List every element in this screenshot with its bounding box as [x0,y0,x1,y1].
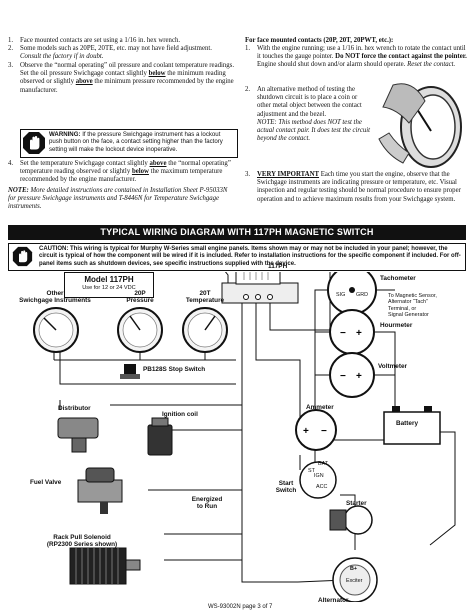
voltmeter-label: Voltmeter [378,363,408,370]
hourmeter: − + [329,309,375,355]
svg-text:+: + [356,328,362,339]
tach-note: To Magnetic Sensor, Alternator “Tach” Te… [388,293,437,319]
left-step-1: 1. Face mounted contacts are set using a… [8,37,181,44]
left-step-2: 2. Some models such as 20PE, 20TE, etc. … [8,45,212,61]
hourmeter-label: Hourmeter [380,322,413,329]
distributor [57,417,99,453]
pressure-20p-label: 20P Pressure [126,290,154,305]
right-step-1: 1. With the engine running; use a 1/16 i… [245,45,467,69]
exciter-label: Exciter [346,578,363,584]
battery-label: Battery [396,420,419,427]
stop-switch-label: PB128S Stop Switch [143,366,206,373]
right-step-2: 2. An alternative method of testing the … [245,86,371,143]
fuel-valve-label: Fuel Valve [30,479,62,486]
left-step-4: 4. Set the temperature Swichgage contact… [8,160,231,184]
alternator-label: Alternator [318,597,349,604]
model-box: Model 117PH Use for 12 or 24 VDC [64,272,154,298]
energized-to-run-label: Energized to Run [191,496,223,511]
ammeter: + − [295,409,337,451]
stop-hand-icon [23,132,45,154]
alternator [332,557,378,602]
caution-box: CAUTION: This wiring is typical for Murp… [8,243,466,271]
rack-pull-label: Rack Pull Solenoid (RP2300 Series shown) [46,534,118,549]
svg-text:+: + [303,426,309,437]
svg-text:−: − [340,328,346,339]
page-footer: WS-93002N page 3 of 7 [208,604,273,610]
svg-text:−: − [321,426,327,437]
switch-bat: BAT [318,461,329,467]
magnetic-switch-117ph [221,272,299,304]
rack-pull-solenoid [69,547,141,585]
stop-switch-pb128s [120,364,140,379]
left-step-3: 3. Observe the “normal operating” oil pr… [8,62,235,94]
switch-acc: ACC [316,484,328,490]
ignition-coil [147,417,173,456]
fuel-valve [77,467,123,514]
other-swichgage-gauge [33,307,79,353]
warning-box: WARNING: If the pressure Swichgage instr… [20,129,238,158]
temperature-20t-label: 20T Temperature [185,290,225,305]
starter-label: Starter [346,500,367,507]
tach-sig-label: SIG [336,292,346,298]
diagram-banner: TYPICAL WIRING DIAGRAM WITH 117PH MAGNET… [8,225,466,240]
alternator-b-label: B+ [350,566,358,572]
tach-grd-label: GRD [356,292,368,298]
other-swichgage-label: Other Swichgage Instruments [19,290,91,305]
switch-st: ST [308,468,315,474]
ammeter-label: Ammeter [306,404,334,411]
start-switch [299,461,337,499]
left-note: NOTE: More detailed instructions are con… [8,187,228,211]
right-heading: For face mounted contacts (20P, 20T, 20P… [245,37,394,44]
right-step-3: 3. VERY IMPORTANT Each time you start th… [245,171,461,203]
117ph-label: 117PH [268,263,288,270]
temperature-gauge-20t [182,307,228,353]
tachometer-label: Tachometer [380,275,416,282]
svg-text:−: − [340,371,346,382]
ignition-coil-label: Ignition coil [162,411,198,418]
start-switch-label: Start Switch [275,480,297,495]
gauge-coin-illustration [378,83,462,168]
starter [329,505,373,535]
svg-text:+: + [356,371,362,382]
switch-ign: IGN [314,473,324,479]
wiring-diagram: − + − + + − [33,272,456,602]
stop-hand-icon [12,246,33,267]
pressure-gauge-20p [117,307,163,353]
battery [383,406,441,445]
voltmeter: − + [329,352,375,398]
distributor-label: Distributor [58,405,91,412]
